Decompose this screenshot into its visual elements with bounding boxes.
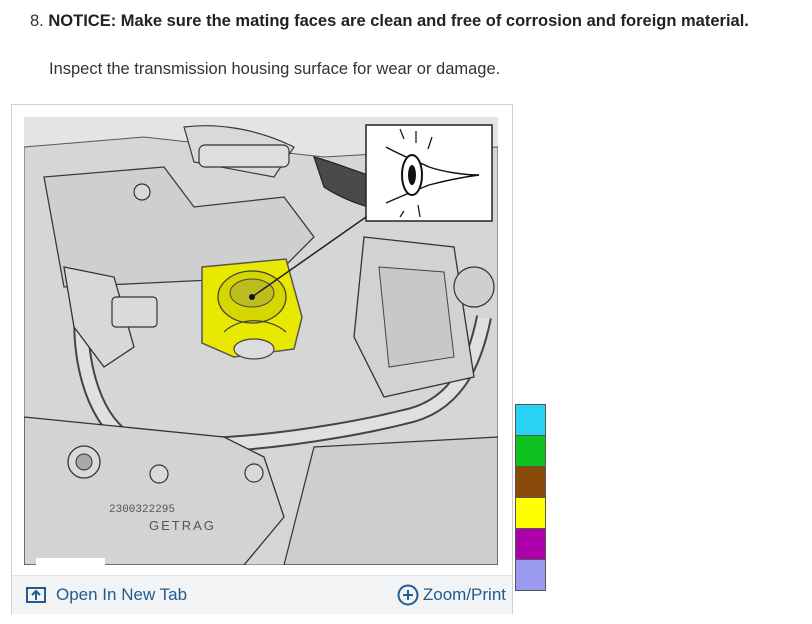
housing-brand-text: GETRAG [149,518,216,533]
notice-text: NOTICE: Make sure the mating faces are c… [48,12,749,30]
step-heading: 8. NOTICE: Make sure the mating faces ar… [30,12,749,31]
figure-container: 2300322295 GETRAG [11,104,513,614]
swatch-cyan [515,404,546,436]
swatch-magenta [515,528,546,560]
swatch-yellow [515,497,546,529]
zoom-print-label: Zoom/Print [422,585,506,604]
swatch-brown [515,466,546,498]
open-in-new-tab-link[interactable]: Open In New Tab [26,585,187,605]
open-new-tab-icon [26,587,46,603]
plus-circle-icon [397,584,419,606]
transmission-drawing: 2300322295 GETRAG [24,117,498,565]
color-swatch-column [515,404,546,591]
eye-icon [365,124,493,222]
transmission-illustration[interactable]: 2300322295 GETRAG [24,117,498,565]
zoom-print-link[interactable]: Zoom/Print [397,584,506,606]
swatch-green [515,435,546,467]
housing-part-number: 2300322295 [109,504,175,516]
step-number: 8. [30,12,44,30]
figure-id-label: E125472 [36,558,105,565]
figure-toolbar: Open In New Tab Zoom/Print [12,575,512,614]
swatch-lavender [515,559,546,591]
open-in-new-tab-label: Open In New Tab [56,585,188,604]
instruction-text: Inspect the transmission housing surface… [49,60,501,78]
